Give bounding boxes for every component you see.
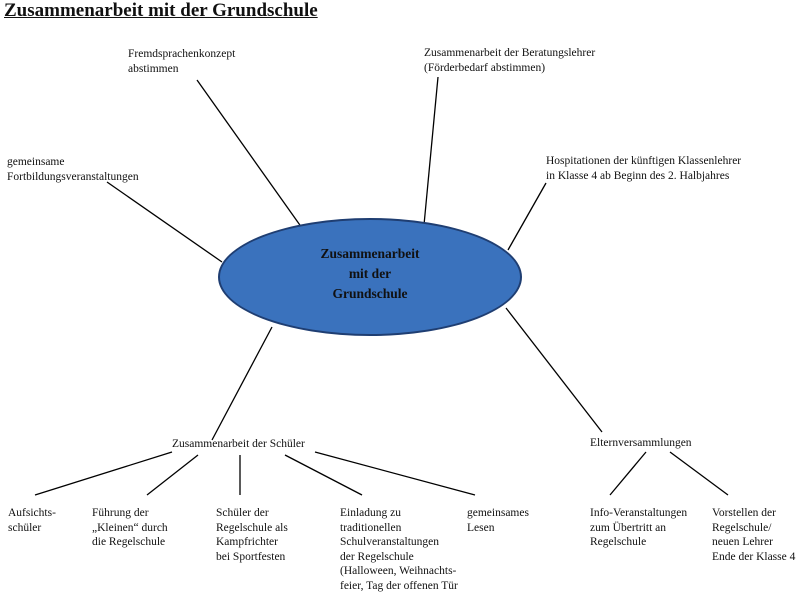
line-eltern <box>505 307 603 433</box>
line-schueler-fuehrung <box>146 454 199 496</box>
eltern-item-info: Info-Veranstaltungen zum Übertritt an Re… <box>590 507 688 548</box>
page-title: Zusammenarbeit mit der Grundschule <box>4 0 318 21</box>
line-schueler-aufsicht <box>34 451 173 496</box>
line-fortbildung <box>106 181 223 263</box>
line-hospitationen <box>507 182 547 251</box>
branch-fortbildung: gemeinsame Fortbildungsveranstaltungen <box>7 156 139 183</box>
schueler-item-einladung: Einladung zu traditionellen Schulveranst… <box>340 507 458 592</box>
center-ellipse <box>218 218 522 336</box>
branch-schueler: Zusammenarbeit der Schüler <box>172 438 305 450</box>
schueler-item-fuehrung: Führung der „Kleinen“ durch die Regelsch… <box>92 507 168 548</box>
line-schueler-lesen <box>314 451 476 496</box>
line-eltern-info <box>609 451 647 496</box>
eltern-item-vorstellen: Vorstellen der Regelschule/ neuen Lehrer… <box>712 507 796 563</box>
branch-fremdsprachen: Fremdsprachenkonzept abstimmen <box>128 48 236 75</box>
center-label: Zusammenarbeit mit der Grundschule <box>320 246 420 301</box>
line-beratungslehrer <box>423 76 439 226</box>
schueler-item-lesen: gemeinsames Lesen <box>467 507 529 534</box>
branch-hospitationen: Hospitationen der künftigen Klassenlehre… <box>546 155 742 182</box>
line-eltern-vorstellen <box>669 451 729 496</box>
schueler-item-aufsicht: Aufsichts- schüler <box>8 507 56 534</box>
branch-beratungslehrer: Zusammenarbeit der Beratungslehrer (Förd… <box>424 47 596 74</box>
line-schueler-einladung <box>284 454 363 496</box>
line-schueler <box>211 326 273 441</box>
line-fremdsprachen <box>196 79 303 229</box>
schueler-item-kampfrichter: Schüler der Regelschule als Kampfrichter… <box>216 507 288 563</box>
branch-eltern: Elternversammlungen <box>590 437 692 449</box>
